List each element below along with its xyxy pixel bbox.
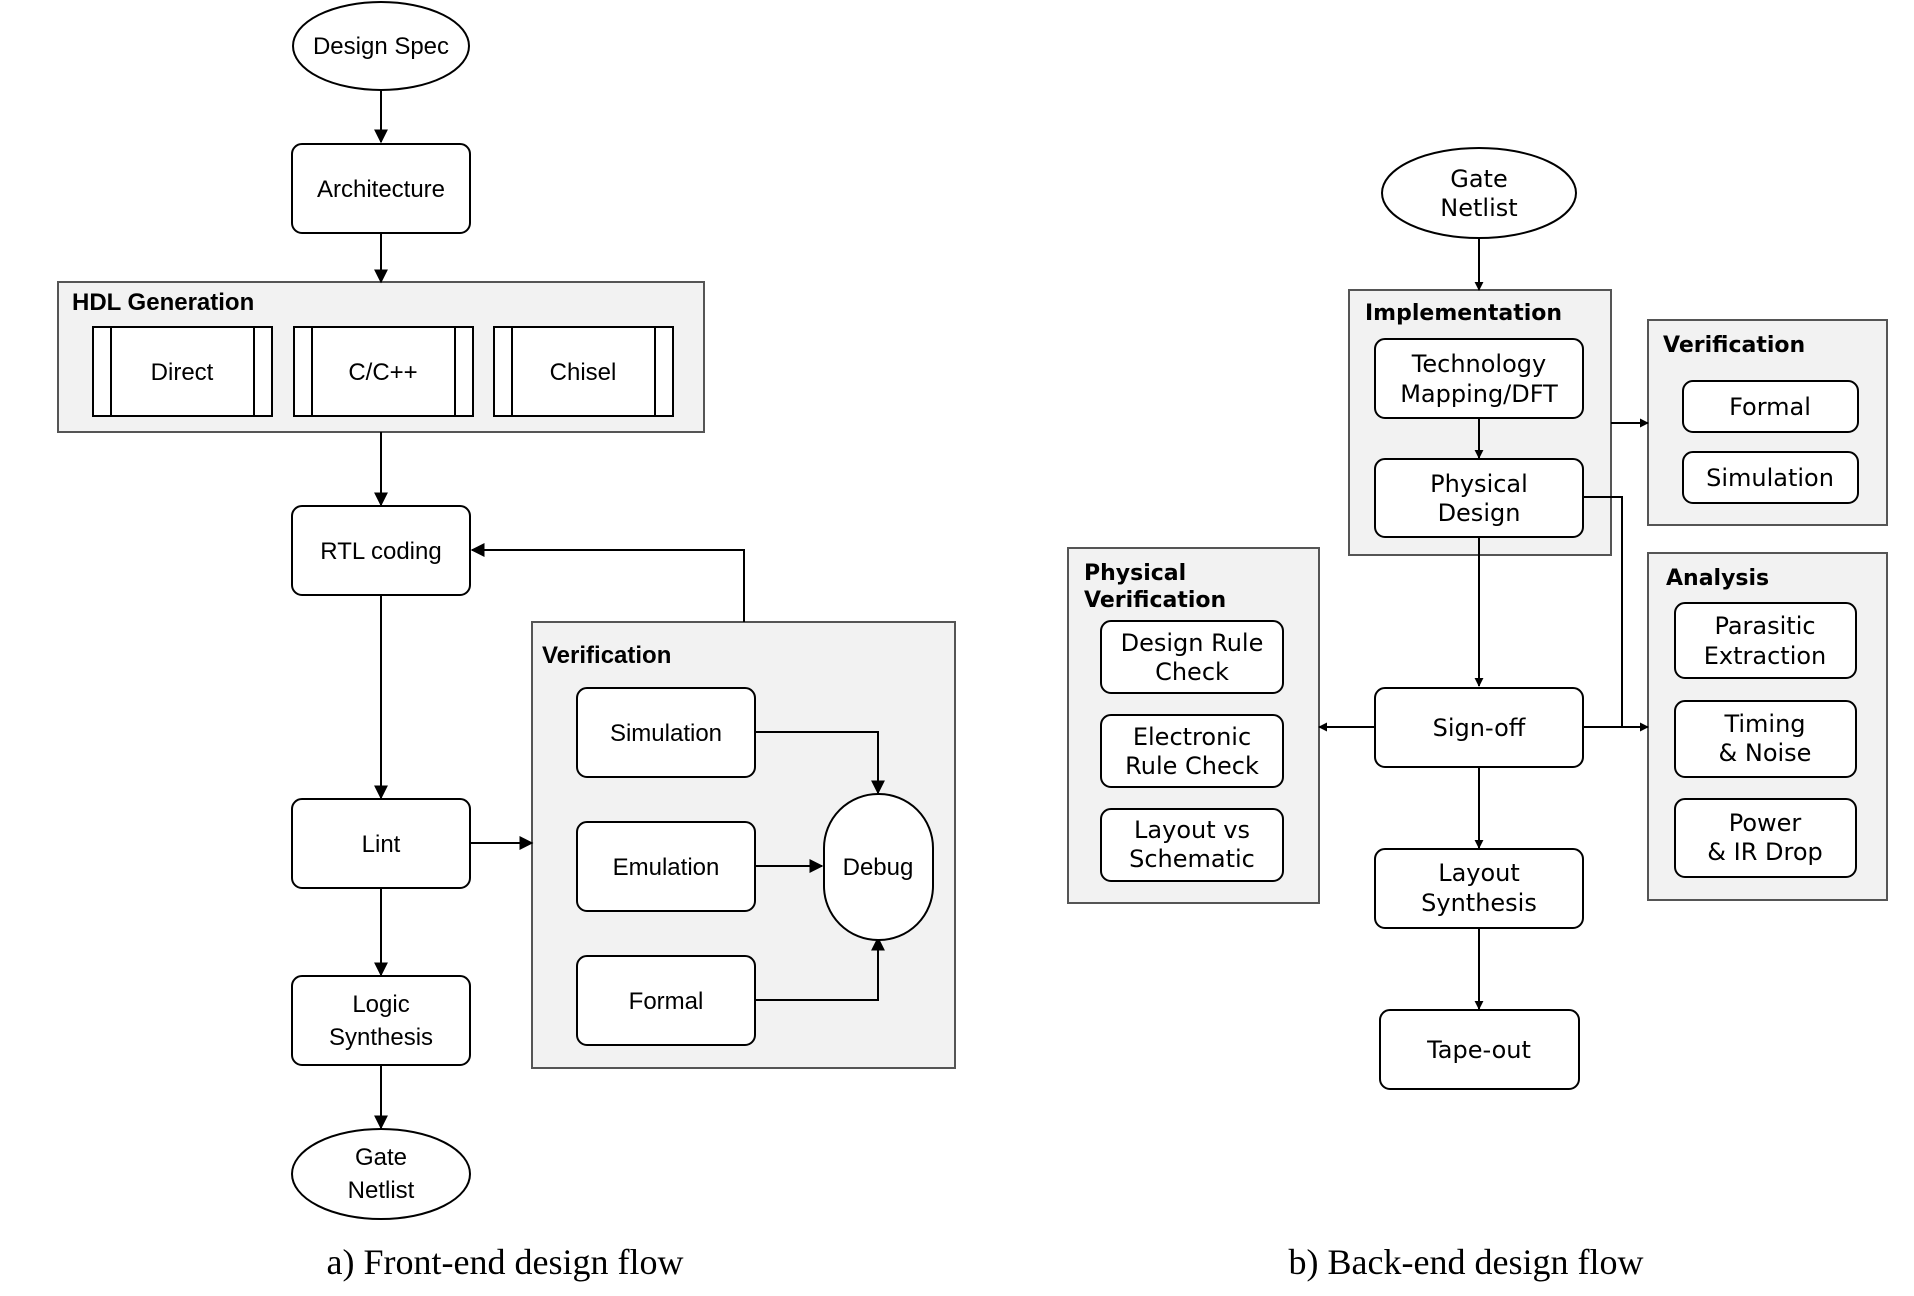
front-verification-title: Verification [542,642,671,669]
layout-synthesis-node: Layout Synthesis [1374,848,1584,929]
svg-text:C/C++: C/C++ [348,359,417,386]
edge-formal-to-debug [755,936,885,1001]
front-gate-netlist-node: Gate Netlist [291,1128,471,1220]
svg-text:Design: Design [1438,499,1521,527]
svg-text:Layout vs: Layout vs [1134,816,1250,844]
svg-text:Schematic: Schematic [1129,845,1255,873]
svg-text:Direct: Direct [151,359,214,386]
back-end-caption: b) Back-end design flow [1289,1242,1644,1282]
hdl-cpp-node: C/C++ [293,326,474,417]
hdl-generation-title: HDL Generation [72,289,254,316]
svg-text:Lint: Lint [362,831,401,858]
svg-text:Synthesis: Synthesis [1421,889,1537,917]
parasitic-extraction-node: Parasitic Extraction [1674,602,1857,679]
edge-simulation-to-debug [755,731,885,795]
svg-text:Sign-off: Sign-off [1433,714,1526,742]
physical-design-node: Physical Design [1374,458,1584,538]
svg-text:Netlist: Netlist [1440,194,1517,222]
lint-node: Lint [291,798,471,889]
svg-text:Chisel: Chisel [550,359,617,386]
hdl-chisel-node: Chisel [493,326,674,417]
svg-text:Formal: Formal [629,988,704,1015]
design-rule-check-node: Design Rule Check [1100,620,1284,694]
svg-text:Emulation: Emulation [613,854,720,881]
svg-text:Check: Check [1155,658,1229,686]
svg-text:Synthesis: Synthesis [329,1024,433,1051]
svg-text:Gate: Gate [355,1144,407,1171]
svg-text:Technology: Technology [1411,350,1546,378]
back-verification-title: Verification [1663,333,1805,358]
physical-verification-title-line2: Verification [1084,588,1226,613]
layout-vs-schematic-node: Layout vs Schematic [1100,808,1284,882]
svg-text:Design Spec: Design Spec [313,33,449,60]
analysis-title: Analysis [1666,566,1769,591]
front-emulation-node: Emulation [576,821,756,912]
svg-text:Architecture: Architecture [317,176,445,203]
svg-text:Parasitic: Parasitic [1714,612,1815,640]
edge-physical-design-to-analysis [1583,496,1623,727]
svg-text:Electronic: Electronic [1133,723,1251,751]
svg-text:Layout: Layout [1438,859,1520,887]
svg-text:Power: Power [1729,809,1802,837]
front-formal-node: Formal [576,955,756,1046]
edge-verification-to-rtl [470,543,745,622]
front-simulation-node: Simulation [576,687,756,778]
technology-mapping-node: Technology Mapping/DFT [1374,338,1584,419]
rtl-coding-node: RTL coding [291,505,471,596]
svg-text:Extraction: Extraction [1704,642,1827,670]
back-formal-node: Formal [1682,380,1859,433]
power-ir-drop-node: Power & IR Drop [1674,798,1857,878]
back-end-flow: Implementation Verification Physical Ver… [1067,147,1888,1282]
svg-text:Simulation: Simulation [1706,464,1834,492]
svg-text:Physical: Physical [1430,470,1528,498]
architecture-node: Architecture [291,143,471,234]
svg-text:Formal: Formal [1729,393,1811,421]
svg-text:Rule Check: Rule Check [1125,752,1259,780]
svg-text:Design Rule: Design Rule [1121,629,1264,657]
svg-text:Netlist: Netlist [348,1177,415,1204]
back-simulation-node: Simulation [1682,451,1859,504]
svg-text:RTL coding: RTL coding [320,538,441,565]
svg-text:Tape-out: Tape-out [1426,1036,1531,1064]
back-gate-netlist-node: Gate Netlist [1381,147,1577,239]
svg-text:Gate: Gate [1450,165,1507,193]
tape-out-node: Tape-out [1379,1009,1580,1090]
hdl-direct-node: Direct [92,326,273,417]
design-spec-node: Design Spec [292,1,470,91]
logic-synthesis-node: Logic Synthesis [291,975,471,1066]
physical-verification-title-line1: Physical [1084,561,1186,586]
front-end-caption: a) Front-end design flow [327,1242,684,1282]
svg-text:Mapping/DFT: Mapping/DFT [1400,380,1558,408]
implementation-title: Implementation [1365,301,1562,326]
svg-text:Debug: Debug [843,854,914,881]
svg-text:& IR Drop: & IR Drop [1707,838,1822,866]
svg-text:& Noise: & Noise [1719,739,1812,767]
debug-node: Debug [823,793,934,941]
svg-text:Timing: Timing [1723,710,1805,738]
electronic-rule-check-node: Electronic Rule Check [1100,714,1284,788]
front-end-flow: HDL Generation Verification Design Spec … [57,1,956,1282]
svg-text:Simulation: Simulation [610,720,722,747]
timing-noise-node: Timing & Noise [1674,700,1857,778]
sign-off-node: Sign-off [1374,687,1584,768]
svg-text:Logic: Logic [352,991,409,1018]
